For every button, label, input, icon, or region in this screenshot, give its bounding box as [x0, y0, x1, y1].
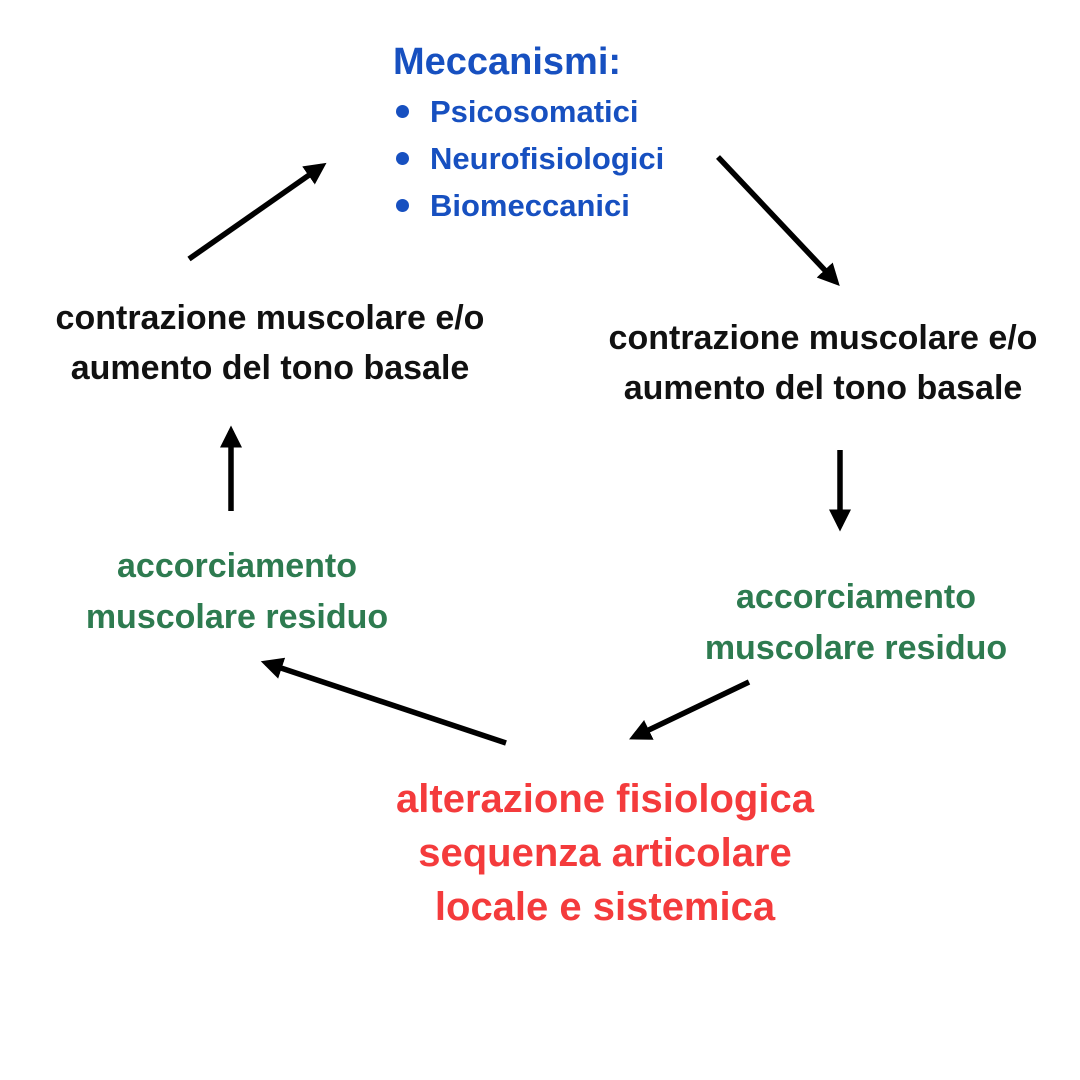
node-text-line: locale e sistemica	[434, 885, 776, 929]
mechanism-label: Neurofisiologici	[430, 140, 665, 176]
mechanism-label: Psicosomatici	[430, 93, 639, 129]
bullet-dot-icon	[396, 105, 409, 118]
node-text-line: contrazione muscolare e/o	[608, 319, 1038, 357]
node-text-line: contrazione muscolare e/o	[55, 299, 485, 337]
diagram-title: Meccanismi:	[392, 41, 622, 83]
node-alteration: alterazione fisiologica sequenza articol…	[345, 772, 865, 934]
node-contraction-left: contrazione muscolare e/o aumento del to…	[20, 293, 520, 393]
arrow-title-to-contraction-right	[716, 155, 840, 286]
node-text-line: accorciamento	[736, 578, 976, 616]
bullet-dot-icon	[396, 152, 409, 165]
bullet-dot-icon	[396, 199, 409, 212]
mechanism-label: Biomeccanici	[430, 187, 630, 223]
node-contraction-right: contrazione muscolare e/o aumento del to…	[573, 313, 1073, 413]
node-text-line: sequenza articolare	[418, 831, 792, 875]
node-text-line: alterazione fisiologica	[396, 777, 814, 821]
node-text-line: aumento del tono basale	[70, 349, 470, 387]
node-shortening-left: accorciamento muscolare residuo	[37, 541, 437, 643]
mechanism-item-psicosomatici: Psicosomatici	[396, 88, 664, 135]
mechanisms-list: Psicosomatici Neurofisiologici Biomeccan…	[396, 88, 664, 229]
arrow-shortening-right-to-alteration	[629, 679, 751, 740]
node-text-line: muscolare residuo	[704, 629, 1008, 667]
node-shortening-right: accorciamento muscolare residuo	[656, 572, 1056, 674]
arrow-contraction-left-to-title	[187, 162, 327, 262]
arrow-alteration-to-shortening-left	[260, 657, 507, 746]
node-text-line: muscolare residuo	[85, 598, 389, 636]
mechanism-item-biomeccanici: Biomeccanici	[396, 182, 664, 229]
node-text-line: accorciamento	[117, 547, 357, 585]
node-text-line: aumento del tono basale	[623, 369, 1023, 407]
mechanism-item-neurofisiologici: Neurofisiologici	[396, 135, 664, 182]
